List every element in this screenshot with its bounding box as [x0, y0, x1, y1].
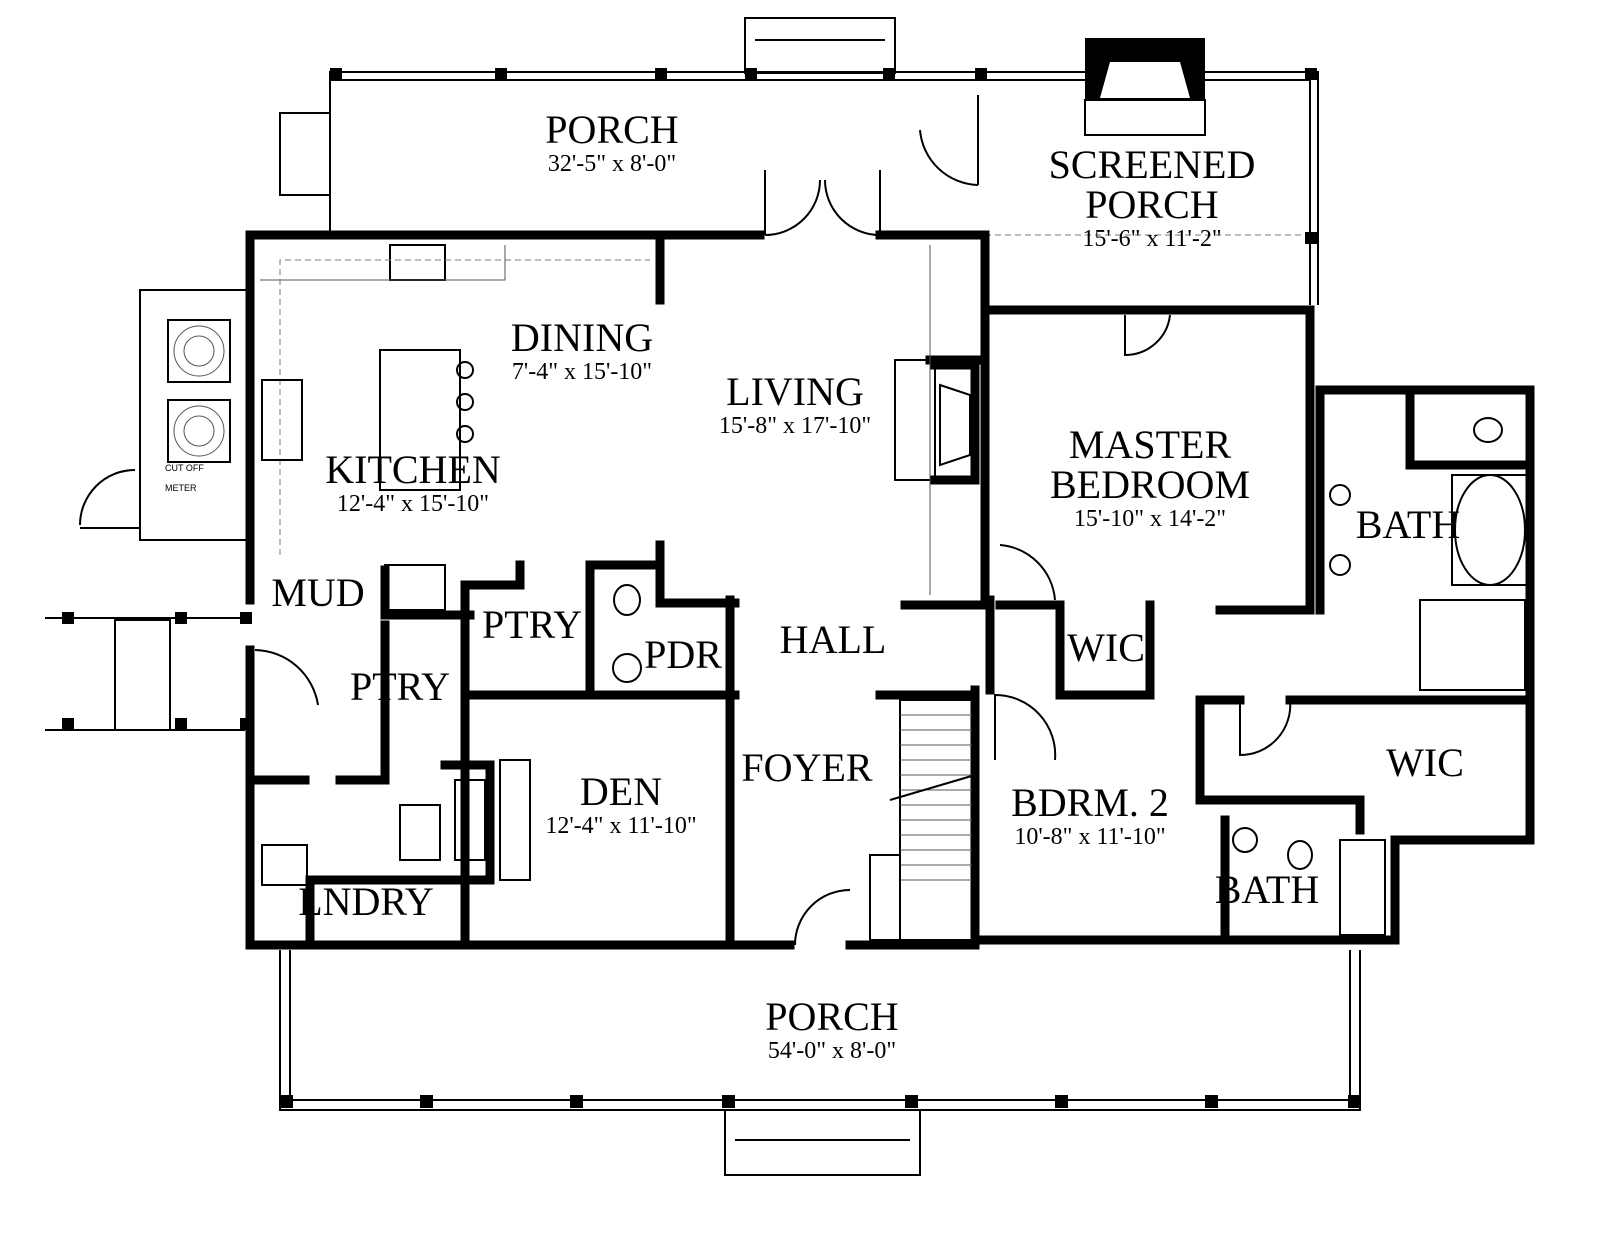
room-living: LIVING 15'-8" x 17'-10" [718, 369, 872, 440]
stairs [869, 699, 976, 941]
room-wic-1: WIC [1067, 625, 1145, 670]
walls [245, 230, 1535, 950]
top-porch-columns [330, 68, 1317, 244]
room-screened-porch: SCREENED PORCH 15'-6" x 11'-2" [1048, 142, 1256, 253]
room-bath-2: BATH [1214, 867, 1320, 912]
room-master-bath: BATH [1355, 502, 1461, 547]
kitchen-fixtures [260, 244, 650, 611]
room-wic-2: WIC [1386, 740, 1464, 785]
room-kitchen: KITCHEN 12'-4" x 15'-10" [325, 447, 501, 518]
front-porch-outline [279, 950, 1361, 1176]
room-bedroom-2: BDRM. 2 10'-8" x 11'-10" [1011, 780, 1169, 851]
room-porch-front: PORCH 54'-0" x 8'-0" [765, 994, 899, 1065]
room-hall: HALL [779, 617, 887, 662]
meter-label: METER [165, 483, 197, 493]
room-powder: PDR [644, 632, 722, 677]
room-laundry: LNDRY [298, 879, 434, 924]
room-master-bedroom: MASTER BEDROOM 15'-10" x 14'-2" [1049, 422, 1251, 533]
room-den: DEN 12'-4" x 11'-10" [545, 769, 697, 840]
side-entry [45, 612, 319, 731]
doors [764, 95, 1292, 946]
room-mud: MUD [271, 570, 365, 615]
living-fireplace [894, 245, 971, 595]
utility-area [79, 289, 251, 541]
den-fireplace [454, 759, 531, 881]
room-foyer: FOYER [741, 745, 873, 790]
bath-fixtures [261, 417, 1528, 936]
room-dining: DINING 7'-4" x 15'-10" [510, 315, 654, 386]
outdoor-fireplace [1084, 38, 1206, 136]
room-porch-top: PORCH 32'-5" x 8'-0" [545, 107, 679, 178]
room-pantry-1: PTRY [481, 602, 583, 647]
front-porch-columns [280, 1095, 1361, 1108]
room-pantry-2: PTRY [349, 664, 451, 709]
cut-off-label: CUT OFF [165, 463, 204, 473]
